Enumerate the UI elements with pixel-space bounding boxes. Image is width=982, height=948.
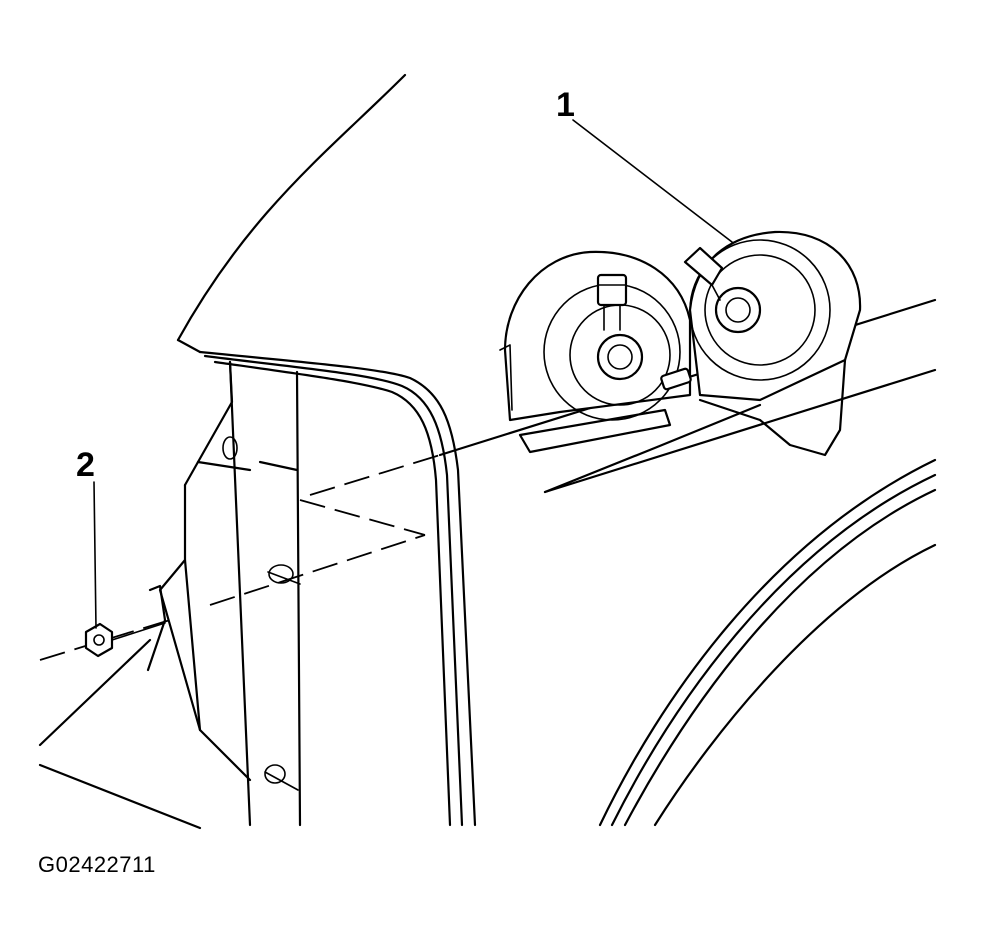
- nut: [84, 622, 166, 658]
- callout-1-label: 1: [556, 86, 575, 124]
- mounting-stud: [660, 367, 692, 391]
- radiator-support: [146, 360, 302, 827]
- callout-2-label: 2: [76, 446, 95, 484]
- assembly-guide-lines: [39, 454, 441, 661]
- callout-leaders: [93, 119, 733, 629]
- fender-outline: [176, 73, 477, 827]
- figure-id: G02422711: [38, 852, 156, 877]
- wheel-opening: [598, 458, 937, 827]
- lower-fender-lines: [38, 638, 202, 830]
- horn-left: [499, 250, 692, 422]
- horn-right: [683, 230, 862, 402]
